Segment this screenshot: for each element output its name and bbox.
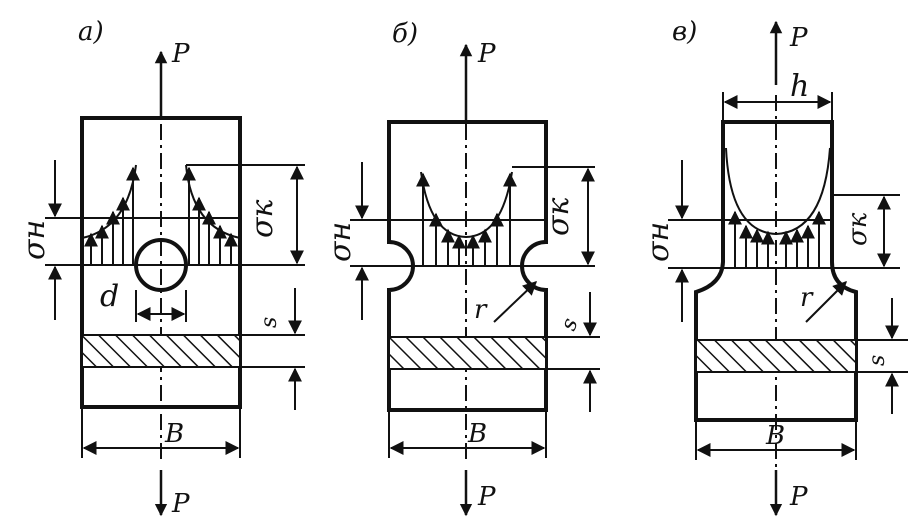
load-top-label: P — [477, 39, 496, 69]
section-hatch — [81, 334, 241, 368]
stress-curve-right — [185, 164, 241, 239]
sigma-nominal-label: σн — [641, 222, 676, 262]
section-hatch — [388, 336, 547, 370]
radius-label: r — [800, 283, 814, 313]
panel-b: б) P P σн σк r — [323, 19, 600, 517]
panel-a-label: а) — [78, 17, 104, 47]
section-hatch — [695, 339, 857, 373]
load-top-label: P — [171, 39, 190, 69]
load-bottom-label: P — [477, 482, 496, 512]
panel-a: а) P P σн σк — [17, 17, 305, 519]
stress-curve-left — [81, 164, 137, 239]
thickness-label: s — [865, 355, 890, 366]
sigma-peak-label: σк — [245, 200, 280, 238]
width-label: B — [765, 421, 785, 451]
sigma-nominal-label: σн — [323, 222, 358, 262]
load-bottom-label: P — [171, 489, 190, 519]
hole-diameter-label: d — [100, 279, 119, 314]
panel-b-label: б) — [392, 19, 418, 49]
load-bottom-label: P — [789, 482, 808, 512]
stress-curve — [725, 147, 831, 236]
load-top-label: P — [789, 23, 808, 53]
panel-v-label: в) — [672, 17, 697, 47]
panel-v: в) P P h σн σк — [641, 17, 908, 517]
radius-leader — [493, 281, 538, 323]
width-label: B — [164, 419, 184, 449]
thickness-label: s — [257, 317, 282, 328]
neck-width-label: h — [790, 69, 809, 104]
sigma-nominal-label: σн — [17, 220, 52, 260]
thickness-label: s — [556, 315, 583, 334]
sigma-peak-label: σк — [541, 198, 576, 236]
radius-leader — [805, 281, 847, 323]
radius-label: r — [474, 295, 488, 325]
sigma-peak-label: σк — [843, 212, 873, 246]
width-label: B — [467, 419, 487, 449]
